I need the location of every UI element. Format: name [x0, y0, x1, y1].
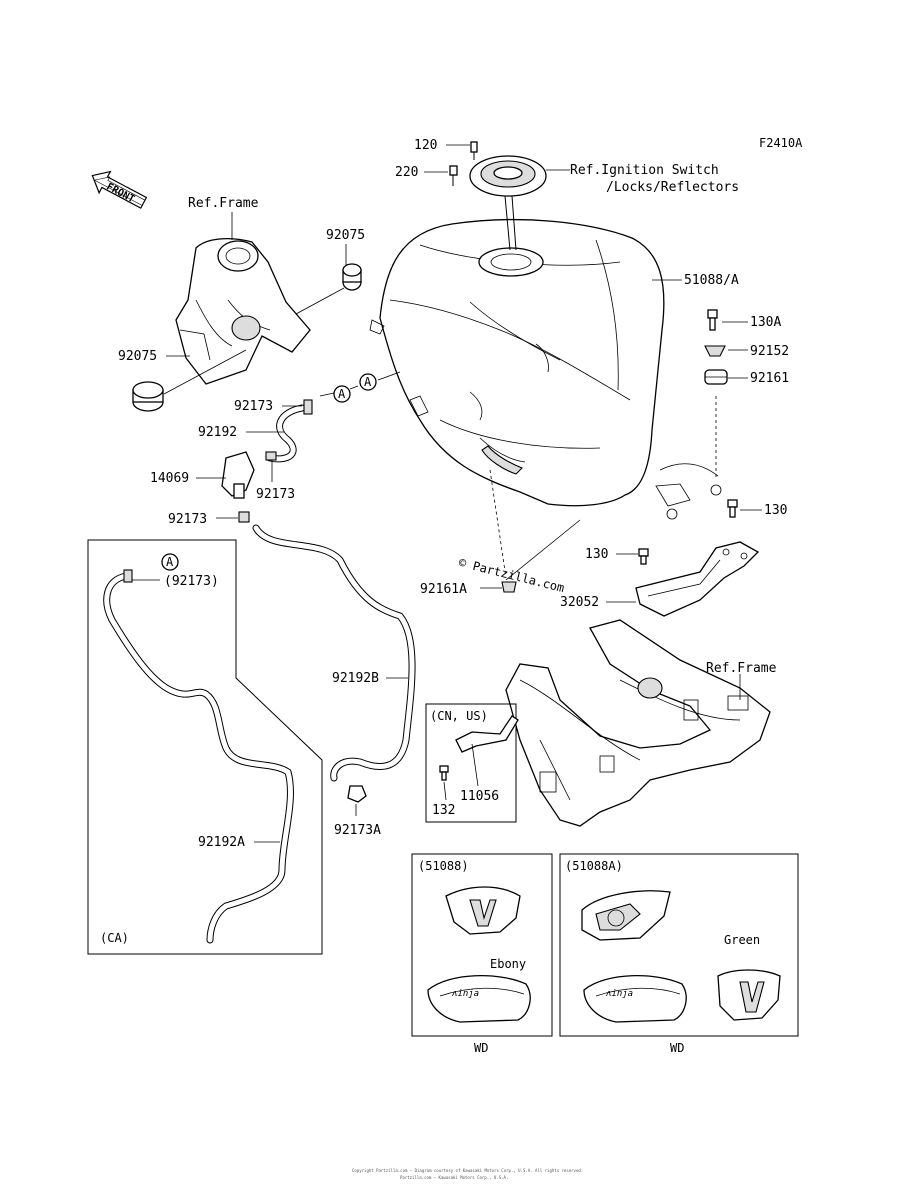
callout-14069: 14069	[150, 471, 189, 486]
damper-92161-icon	[704, 369, 728, 385]
clamp-92173a-icon	[347, 785, 367, 803]
callout-92192a: 92192A	[198, 835, 245, 850]
callout-130-mid: 130	[585, 547, 608, 562]
bolt-220-icon	[449, 165, 458, 186]
callout-130a: 130A	[750, 315, 781, 330]
bolt-132-icon	[439, 765, 449, 781]
footer-line-1: Copyright Partzilla.com — Diagram courte…	[352, 1168, 583, 1173]
marker-a-1: A	[333, 385, 351, 403]
callout-120: 120	[414, 138, 437, 153]
footer-line-2: Partzilla.com — Kawasaki Motors Corp., U…	[400, 1175, 508, 1180]
hose-92192b	[252, 524, 416, 782]
bracket-11056-icon	[455, 715, 519, 753]
tank-51088a-side-view: ʌinja	[583, 974, 687, 1023]
tank-decal-51088: ʌinja	[451, 989, 479, 999]
callout-92173-c: 92173	[168, 512, 207, 527]
svg-text:A: A	[364, 375, 372, 389]
marker-a-3: A	[161, 553, 179, 571]
clamp-92173-icons	[238, 399, 313, 523]
frame-top	[175, 237, 311, 385]
tank-51088-side-view: ʌinja	[427, 974, 531, 1023]
inset-51088a-border	[559, 853, 799, 1037]
tank-decal-51088a: ʌinja	[605, 989, 633, 999]
callout-220: 220	[395, 165, 418, 180]
callout-92161a: 92161A	[420, 582, 467, 597]
callout-130-right: 130	[764, 503, 787, 518]
marker-a-2: A	[359, 373, 377, 391]
callout-92152: 92152	[750, 344, 789, 359]
callout-11056: 11056	[460, 789, 499, 804]
inset-51088-label: (51088)	[418, 859, 469, 873]
callout-92192: 92192	[198, 425, 237, 440]
bolt-130a-icon	[707, 309, 718, 331]
callout-ignition-ref-1: Ref.Ignition Switch	[570, 163, 719, 178]
tank-51088-top-view	[445, 886, 521, 935]
callout-92075-left: 92075	[118, 349, 157, 364]
color-ebony-label: Ebony	[490, 957, 526, 971]
front-arrow-icon: FRONT	[91, 170, 148, 209]
leader-lines	[132, 144, 762, 843]
callout-ignition-ref-2: /Locks/Reflectors	[606, 180, 739, 195]
wd-label-left: WD	[474, 1041, 488, 1055]
bolt-130-mid-icon	[638, 548, 649, 565]
callout-32052: 32052	[560, 595, 599, 610]
hose-92192	[266, 404, 306, 463]
hose-92192a	[103, 569, 294, 944]
damper-92075-left-icon	[132, 381, 164, 412]
inset-ca-border	[87, 539, 323, 955]
grommet-92152-icon	[704, 345, 726, 357]
callout-92075-top: 92075	[326, 228, 365, 243]
inset-51088-border	[411, 853, 553, 1037]
svg-text:A: A	[166, 555, 174, 569]
callout-92192b: 92192B	[332, 671, 379, 686]
svg-text:A: A	[338, 387, 346, 401]
valve-14069-icon	[221, 451, 255, 499]
damper-92075-top-icon	[342, 263, 362, 291]
callout-ref-frame-top: Ref.Frame	[188, 196, 259, 211]
callout-51088a: 51088/A	[684, 273, 739, 288]
callout-132: 132	[432, 803, 455, 818]
inset-cn-us-label: (CN, US)	[430, 709, 488, 723]
bolt-130-right-icon	[727, 499, 738, 518]
filler-cap	[469, 155, 547, 251]
tank-51088a-front-view	[717, 969, 781, 1021]
callout-92173-b: 92173	[256, 487, 295, 502]
bracket-32052	[635, 541, 760, 617]
diagram-code: F2410A	[759, 136, 803, 150]
tank-51088a-top-view	[581, 890, 671, 941]
callout-92173a: 92173A	[334, 823, 381, 838]
inset-cn-us-border	[425, 703, 517, 823]
frame-bottom	[505, 619, 771, 827]
color-green-label: Green	[724, 933, 760, 947]
damper-92161a-icon	[501, 581, 517, 593]
callout-92173-a: 92173	[234, 399, 273, 414]
callout-92161: 92161	[750, 371, 789, 386]
fuel-tank	[369, 218, 722, 520]
callout-ca-92173: (92173)	[164, 574, 219, 589]
bolt-120-icon	[470, 141, 478, 160]
callout-ref-frame-bottom: Ref.Frame	[706, 661, 777, 676]
inset-51088a-label: (51088A)	[565, 859, 623, 873]
inset-ca-label: (CA)	[100, 931, 129, 945]
wd-label-right: WD	[670, 1041, 684, 1055]
